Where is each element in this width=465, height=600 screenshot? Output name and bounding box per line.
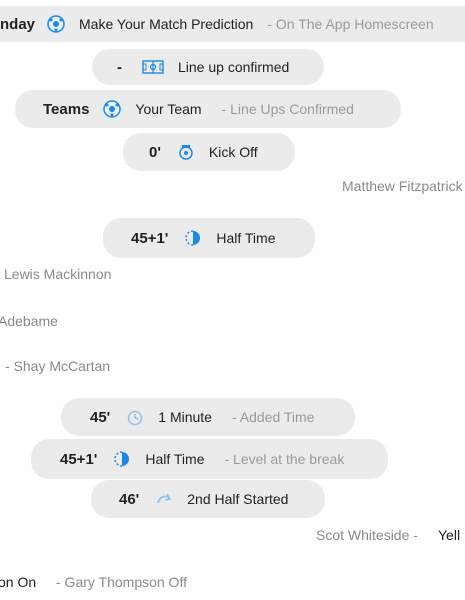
pitch-icon	[142, 60, 164, 74]
stopwatch-icon	[126, 408, 144, 426]
second-half-label: 2nd Half Started	[187, 491, 289, 507]
commentary-adebame: Adebame	[0, 313, 58, 329]
half-moon-icon	[113, 450, 131, 468]
lineup-label: Line up confirmed	[178, 59, 290, 75]
event-prediction[interactable]: nday Make Your Match Prediction - On The…	[0, 6, 465, 42]
commentary-whiteside: Scot Whiteside -	[316, 527, 418, 543]
event-halftime[interactable]: 45+1' Half Time	[103, 218, 315, 258]
restart-icon	[155, 490, 173, 508]
halftime-sub: - Level at the break	[224, 451, 345, 467]
kickoff-label: Kick Off	[208, 144, 258, 160]
event-time: 45'	[90, 408, 111, 426]
event-teams[interactable]: Teams Your Team - Line Ups Confirmed	[15, 90, 401, 128]
event-halftime[interactable]: 45+1' Half Time - Level at the break	[31, 439, 388, 479]
commentary-mccartan: - Shay McCartan	[5, 358, 111, 374]
event-lineup[interactable]: - Line up confirmed	[92, 49, 324, 85]
event-added-time[interactable]: 45' 1 Minute - Added Time	[61, 398, 355, 436]
commentary-fitzpatrick: Matthew Fitzpatrick	[342, 178, 463, 194]
teams-sub: - Line Ups Confirmed	[221, 101, 354, 117]
added-sub: - Added Time	[231, 409, 315, 425]
halftime-label: Half Time	[145, 451, 205, 467]
event-time: 45+1'	[60, 450, 98, 468]
event-kickoff[interactable]: 0' Kick Off	[123, 133, 295, 171]
halftime-label: Half Time	[216, 230, 276, 246]
football-icon	[103, 100, 122, 118]
commentary-mackinnon: Lewis Mackinnon	[4, 266, 112, 282]
whistle-icon	[177, 143, 195, 161]
event-time: 0'	[149, 143, 161, 161]
event-second-half[interactable]: 46' 2nd Half Started	[91, 480, 325, 518]
prediction-label: Make Your Match Prediction	[79, 16, 254, 32]
event-time: Teams	[43, 100, 90, 118]
prediction-sub: - On The App Homescreen	[267, 16, 434, 32]
sub-on-label: on On	[0, 574, 37, 590]
sub-off-label: - Gary Thompson Off	[56, 574, 187, 590]
teams-label: Your Team	[135, 101, 202, 117]
event-time: -	[117, 58, 122, 76]
football-icon	[47, 15, 65, 33]
yellow-card-label: Yell	[438, 527, 461, 543]
event-time: 45+1'	[131, 229, 169, 247]
event-time: 46'	[119, 490, 140, 508]
day-label: nday	[0, 15, 36, 33]
half-moon-icon	[184, 229, 202, 247]
added-label: 1 Minute	[158, 409, 212, 425]
